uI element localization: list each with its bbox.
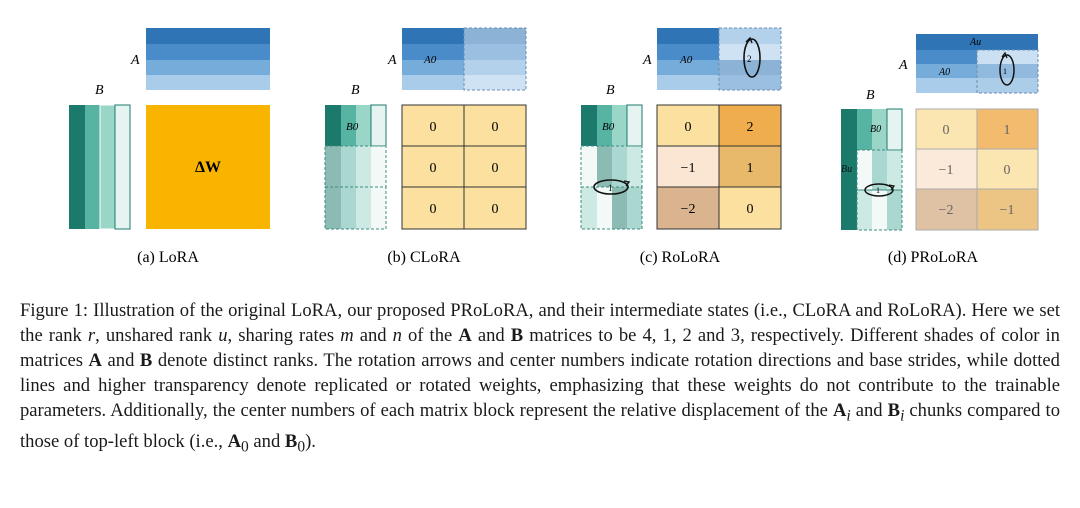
grid-cell: −2	[681, 202, 696, 217]
caption-text: and	[101, 350, 140, 371]
figure-caption: Figure 1: Illustration of the original L…	[20, 298, 1060, 459]
panel-clora: A A0 B B0 0 0 0	[324, 27, 527, 266]
caption-text: of the	[401, 325, 459, 346]
matrix-b-rolora	[580, 104, 643, 230]
label-a0: A0	[938, 67, 950, 78]
result-grid-clora: 0 0 0 0 0 0	[401, 104, 527, 230]
label-b0: B0	[870, 124, 881, 135]
rotation-arrow-icon: 1	[999, 51, 1015, 86]
label-a: A	[898, 58, 908, 73]
caption-math: i	[846, 407, 851, 425]
rotation-number: 2	[747, 54, 752, 64]
grid-cell: 1	[1004, 123, 1011, 138]
label-a: A	[387, 53, 397, 68]
caption-text: , sharing rates	[227, 325, 341, 346]
caption-text: and	[850, 400, 888, 421]
panel-caption-d: (d) PRoLoRA	[888, 249, 979, 266]
caption-math: B	[284, 430, 298, 452]
delta-w-matrix	[146, 105, 270, 229]
matrix-b-clora	[324, 104, 387, 230]
caption-math: A	[227, 430, 242, 452]
rotation-arrow-icon: 2	[743, 36, 761, 78]
grid-cell: 0	[943, 123, 950, 138]
rotation-arrow-icon: 1	[864, 183, 896, 197]
label-a: A	[130, 53, 140, 68]
rotation-arrow-icon: 1	[593, 179, 631, 195]
panel-caption-c: (c) RoLoRA	[640, 249, 721, 266]
grid-cell: 0	[492, 120, 499, 135]
label-bu: Bu	[841, 164, 852, 175]
caption-math: m	[340, 325, 354, 346]
grid-cell: 0	[492, 202, 499, 217]
caption-text: and	[353, 325, 393, 346]
caption-math: B	[139, 350, 153, 371]
caption-math: B	[887, 400, 901, 421]
panel-caption-b: (b) CLoRA	[387, 249, 461, 266]
label-b0: B0	[346, 121, 359, 133]
caption-text: Figure 1: Illustration of the original L…	[20, 300, 1060, 346]
figure-diagram: A B ΔW (a) LoRA A A0 B	[69, 27, 1039, 266]
grid-cell: 0	[747, 202, 754, 217]
grid-cell: −2	[939, 203, 954, 218]
matrix-a-prolora	[916, 34, 1039, 94]
matrix-a-lora	[146, 28, 270, 90]
matrix-b-lora	[69, 104, 131, 230]
grid-cell: 0	[492, 161, 499, 176]
result-grid-rolora: 0 2 −1 1 −2 0	[656, 104, 782, 230]
caption-math: i	[900, 407, 905, 425]
panel-rolora: 2 A A0 B 1	[580, 27, 782, 266]
grid-cell: −1	[1000, 203, 1015, 218]
label-a: A	[642, 53, 652, 68]
caption-math: A	[458, 325, 472, 346]
caption-math: A	[832, 400, 847, 421]
matrix-a-rolora	[657, 27, 782, 91]
caption-text: denote distinct ranks. The rotation arro…	[20, 350, 1060, 421]
grid-cell: 0	[685, 120, 692, 135]
rotation-number: 1	[608, 183, 613, 193]
matrix-b-prolora	[841, 108, 903, 231]
grid-cell: −1	[681, 161, 696, 176]
caption-math: u	[218, 325, 228, 346]
caption-text: ).	[305, 430, 316, 452]
grid-cell: 2	[747, 120, 754, 135]
delta-w-label: ΔW	[195, 159, 221, 176]
label-b: B	[866, 88, 875, 103]
grid-cell: 0	[430, 161, 437, 176]
label-a0: A0	[679, 54, 693, 66]
grid-cell: 0	[430, 202, 437, 217]
rotation-number: 1	[876, 186, 880, 195]
caption-math: 0	[297, 438, 306, 456]
panel-prolora: Au 1 A A0 B Bu	[841, 34, 1039, 266]
label-b: B	[606, 83, 615, 98]
caption-text: and	[471, 325, 511, 346]
label-b0: B0	[602, 121, 615, 133]
caption-text: matrices to be 4, 1, 2 and 3, respective…	[20, 325, 1060, 371]
label-b: B	[351, 83, 360, 98]
panel-lora: A B ΔW (a) LoRA	[69, 28, 270, 266]
matrix-a-clora	[402, 27, 527, 91]
rotation-number: 1	[1003, 67, 1007, 76]
grid-cell: 1	[747, 161, 754, 176]
caption-math: r	[87, 325, 96, 346]
grid-cell: 0	[430, 120, 437, 135]
grid-cell: 0	[1004, 163, 1011, 178]
caption-math: A	[88, 350, 102, 371]
label-au: Au	[969, 37, 981, 48]
label-b: B	[95, 83, 104, 98]
caption-text: and	[248, 430, 285, 452]
caption-math: n	[392, 325, 402, 346]
caption-text: chunks compared to those of top-left blo…	[20, 400, 1060, 452]
result-grid-prolora: 0 1 −1 0 −2 −1	[915, 108, 1039, 231]
label-a0: A0	[423, 54, 437, 66]
caption-math: 0	[241, 438, 249, 456]
panel-caption-a: (a) LoRA	[137, 249, 199, 266]
caption-text: , unshared rank	[95, 325, 219, 346]
grid-cell: −1	[939, 163, 954, 178]
caption-math: B	[510, 325, 524, 346]
